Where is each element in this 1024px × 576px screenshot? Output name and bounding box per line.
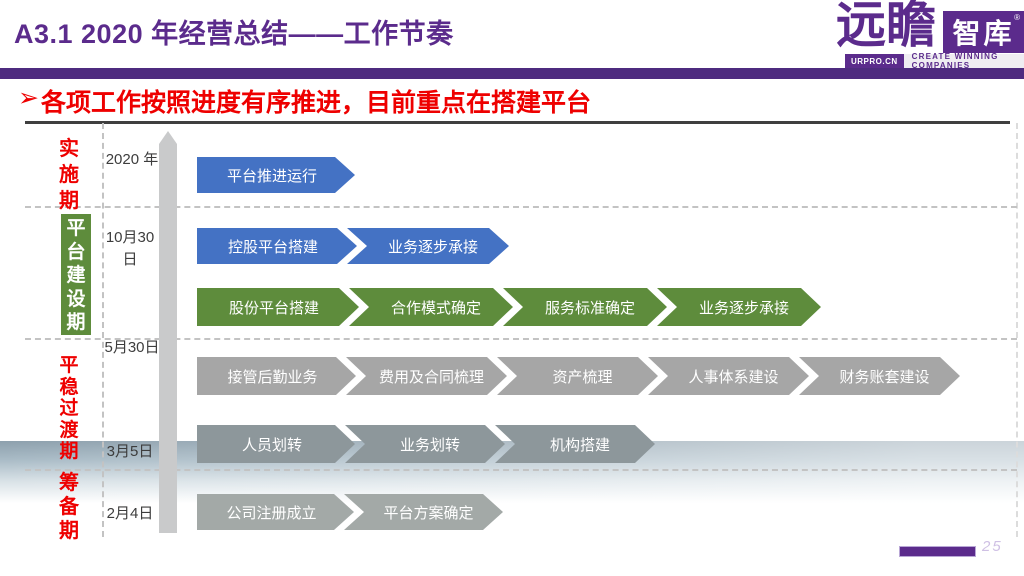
logo-block: 智库 ® bbox=[943, 11, 1024, 53]
chevron-step: 人事体系建设 bbox=[648, 357, 809, 395]
page-title: A3.1 2020 年经营总结——工作节奏 bbox=[14, 19, 454, 49]
chevron-step: 服务标准确定 bbox=[503, 288, 667, 326]
grid-vline-left bbox=[102, 123, 104, 537]
date-label-mar5: 3月5日 bbox=[106, 443, 154, 460]
chevron-step: 控股平台搭建 bbox=[197, 228, 357, 264]
chevron-step: 资产梳理 bbox=[497, 357, 658, 395]
grid-vline-right bbox=[1016, 123, 1018, 537]
timeline-axis-bar bbox=[159, 131, 177, 533]
step-row-takeover: 接管后勤业务费用及合同梳理资产梳理人事体系建设财务账套建设 bbox=[197, 357, 960, 395]
header-divider-bar bbox=[0, 68, 1024, 79]
subtitle-text: 各项工作按照进度有序推进，目前重点在搭建平台 bbox=[40, 89, 591, 117]
phase-label-implementation: 实施期 bbox=[59, 138, 79, 212]
grid-hline-2 bbox=[25, 338, 1017, 340]
logo-block-text: 智库 bbox=[952, 18, 1015, 49]
chevron-step: 业务逐步承接 bbox=[347, 228, 509, 264]
chevron-step: 接管后勤业务 bbox=[197, 357, 356, 395]
footer-accent-bar bbox=[899, 546, 976, 557]
page-number: 25 bbox=[982, 538, 1003, 555]
date-label-oct30: 10月30日 bbox=[105, 229, 155, 268]
phase-label-preparation: 筹备期 bbox=[59, 472, 79, 542]
chevron-step: 公司注册成立 bbox=[197, 494, 354, 530]
arrow-bullet-icon: ➢ bbox=[18, 84, 39, 112]
logo-strip: URPRO.CN CREATE WINNING COMPANIES bbox=[845, 52, 1024, 70]
step-row-transfer: 人员划转业务划转机构搭建 bbox=[197, 425, 655, 463]
chevron-step: 合作模式确定 bbox=[349, 288, 513, 326]
trademark-icon: ® bbox=[1014, 13, 1020, 22]
divider-line bbox=[25, 121, 1010, 124]
chevron-step: 平台方案确定 bbox=[344, 494, 503, 530]
subtitle: ➢ 各项工作按照进度有序推进，目前重点在搭建平台 bbox=[18, 83, 591, 119]
step-row-run: 平台推进运行 bbox=[197, 157, 355, 193]
phase-label-transition: 平稳过渡期 bbox=[59, 355, 79, 462]
grid-hline-1 bbox=[25, 206, 1017, 208]
chevron-step: 人员划转 bbox=[197, 425, 355, 463]
chevron-step: 财务账套建设 bbox=[799, 357, 960, 395]
grid-hline-3 bbox=[25, 469, 1017, 471]
chevron-step: 股份平台搭建 bbox=[197, 288, 359, 326]
date-label-may30: 5月30日 bbox=[104, 339, 160, 356]
chevron-step: 业务逐步承接 bbox=[657, 288, 821, 326]
phase-label-platform-build: 平台建设期 bbox=[61, 214, 91, 335]
chevron-step: 费用及合同梳理 bbox=[346, 357, 507, 395]
chevron-step: 机构搭建 bbox=[495, 425, 655, 463]
step-row-register: 公司注册成立平台方案确定 bbox=[197, 494, 503, 530]
logo-slogan: CREATE WINNING COMPANIES bbox=[903, 52, 1024, 70]
date-label-2020: 2020 年 bbox=[105, 151, 159, 168]
logo-domain: URPRO.CN bbox=[845, 54, 904, 68]
step-row-holding: 控股平台搭建业务逐步承接 bbox=[197, 228, 509, 264]
chevron-step: 业务划转 bbox=[345, 425, 505, 463]
step-row-shares: 股份平台搭建合作模式确定服务标准确定业务逐步承接 bbox=[197, 288, 821, 326]
logo-calligraphy: 远瞻 bbox=[836, 0, 936, 54]
chevron-step: 平台推进运行 bbox=[197, 157, 355, 193]
date-label-feb4: 2月4日 bbox=[106, 505, 154, 522]
